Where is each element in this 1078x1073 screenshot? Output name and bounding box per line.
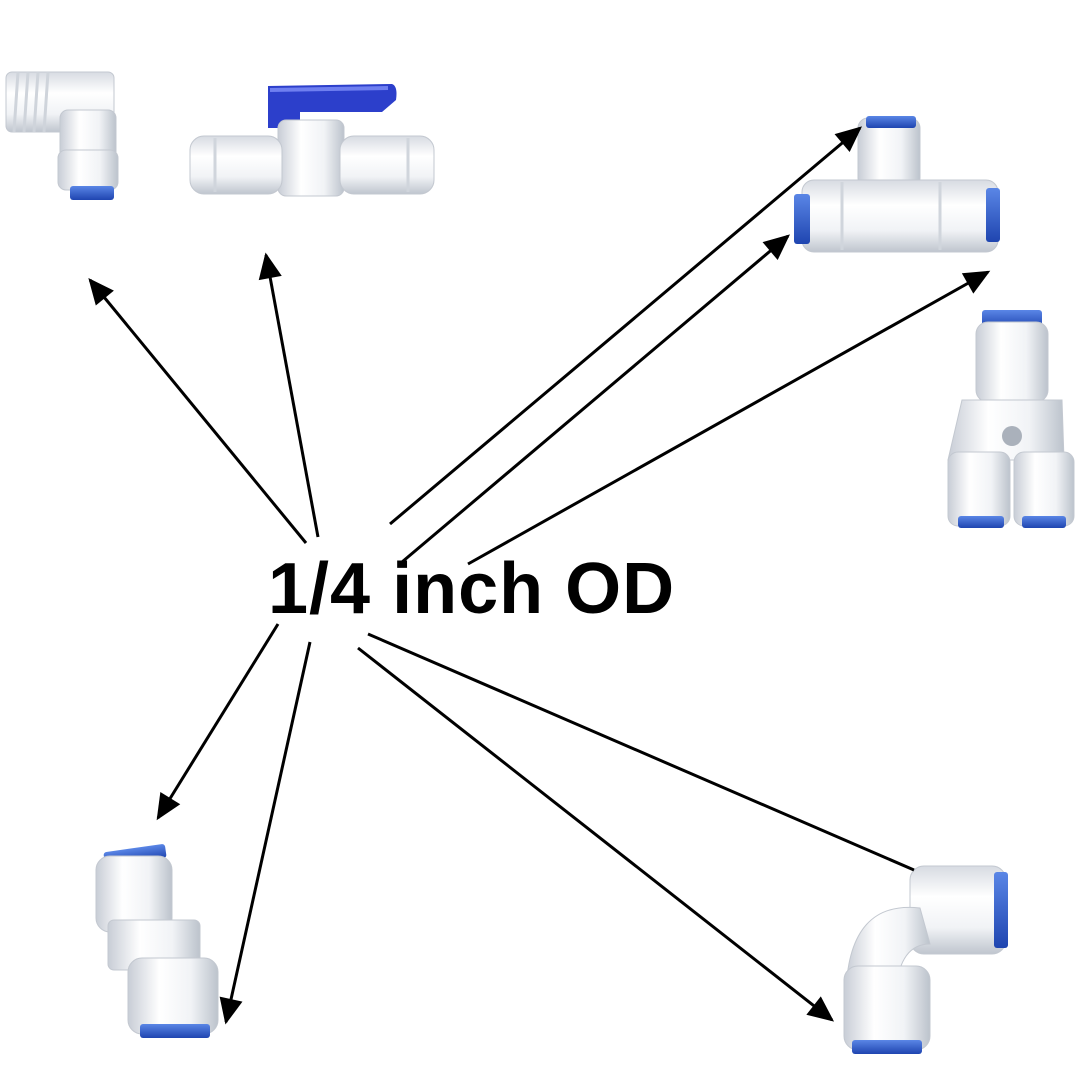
arrow-to-tee-top — [389, 126, 862, 526]
caption-text: 1/4 inch OD — [268, 549, 676, 629]
arrow-to-elbow-bottom — [357, 646, 835, 1022]
arrow-to-male-elbow — [88, 277, 308, 544]
arrow-to-y-splitter — [467, 270, 991, 566]
arrow-to-union-top — [156, 623, 280, 821]
tee-fitting — [794, 116, 1000, 253]
arrow-to-ball-valve — [258, 252, 320, 538]
elbow-union-fitting — [843, 865, 1008, 1054]
arrows — [88, 126, 991, 1025]
arrow-to-tee-left — [401, 234, 790, 564]
ball-valve-fitting — [189, 84, 435, 197]
straight-union-fitting — [95, 844, 219, 1038]
y-splitter-fitting — [947, 310, 1075, 528]
arrow-to-union-bottom — [219, 641, 312, 1025]
male-thread-elbow-fitting — [5, 71, 119, 200]
arrow-to-elbow-top — [367, 632, 915, 872]
